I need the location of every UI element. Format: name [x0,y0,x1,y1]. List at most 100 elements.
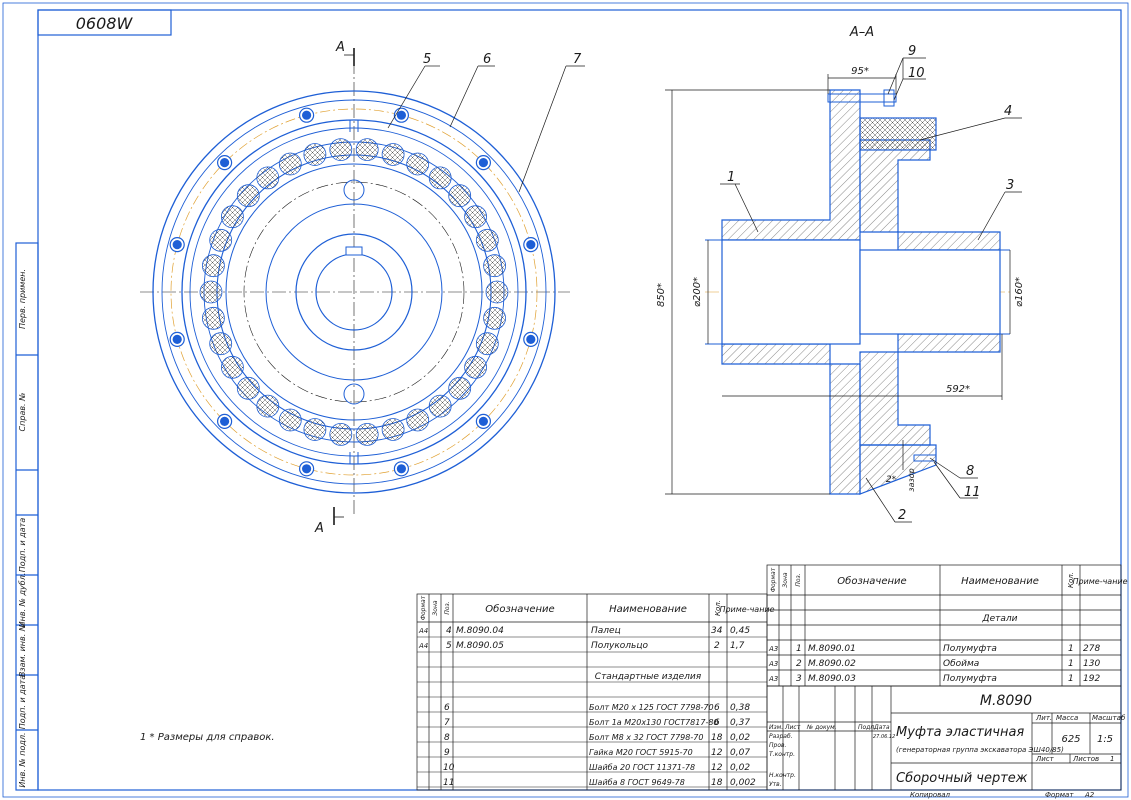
pin-section [199,280,223,304]
front-view [140,48,570,525]
tb-mass-label: Масса [1056,714,1078,722]
section-leaders [720,57,1022,523]
pin-section [303,418,327,441]
spec-left-s2-name: Болт 1а М20х130 ГОСТ7817-80 [589,718,719,727]
spec-left-r2-note: 1,7 [730,641,745,651]
bolt-head [396,110,406,120]
pin-section [406,408,430,432]
bolt-head [526,240,536,250]
spec-left-s2-note: 0,37 [730,718,750,728]
spec-right-r3-note: 192 [1083,674,1100,684]
tb-title: Муфта эластичная [896,725,1024,740]
spec-left-s6-qty: 18 [711,778,723,788]
callout-9: 9 [908,44,916,59]
spec-right-r2-name: Обойма [943,659,979,669]
spec-left-r2-name: Полукольцо [591,641,648,651]
callout-1: 1 [727,170,735,185]
dim-height: 850* [656,283,667,307]
bolt-head [220,416,230,426]
stamp-sign-date-1: Подп. и дата [18,518,27,573]
callout-2: 2 [898,508,906,523]
pin-section [428,394,452,418]
sheet-code: 0608W [76,14,134,33]
tb-role-2: Пров. [769,742,787,749]
pin-section [329,422,353,446]
spec-right-r3-pos: 3 [796,674,802,684]
spec-right-r2-pos: 2 [796,659,802,669]
spec-right-r3-qty: 1 [1068,674,1074,684]
dim-bore-right: ⌀160* [1014,277,1025,307]
tb-date-value: 27.06.12 [873,734,895,740]
side-stamp-column [15,242,39,791]
pin-section [448,184,472,208]
front-leaders [387,65,585,193]
spec-left-r2-fmt: А4 [418,642,428,650]
spec-left-h-des: Обозначение [485,603,554,615]
spec-right-h-note: Приме-чание [1072,577,1127,586]
spec-left-h-qty: Кол. [714,600,722,616]
tb-doc-type: Сборочный чертеж [896,771,1028,786]
bolt-head [396,464,406,474]
pin-section [406,152,430,176]
spec-left-s1-pos: 6 [444,703,450,713]
spec-left-s6-pos: 11 [443,778,454,788]
cut-label-top: A [335,40,345,55]
callout-8: 8 [966,464,974,479]
tb-col-sheet: Лист [784,724,801,731]
bolt-head [220,158,230,168]
tb-doc-number: М.8090 [980,693,1032,709]
spec-right-r1-note: 278 [1083,644,1100,654]
title-block [766,685,1122,791]
spec-left-r1-fmt: А4 [418,627,428,635]
spec-right-h-des: Обозначение [837,575,906,587]
spec-left-h-name: Наименование [609,604,687,615]
spec-left-s3-qty: 18 [711,733,723,743]
spec-right-r2-fmt: А3 [768,660,778,668]
tb-subtitle: (генераторная группа экскаватора ЭШ40/85… [896,746,1064,754]
spec-right-r3-des: М.8090.03 [808,674,856,684]
spec-left-h-note: Приме-чание [719,605,774,614]
stamp-replace-no: Взам. инв. № [18,623,27,677]
tb-role-3: Т.контр. [769,751,795,758]
spec-left-r1-name: Палец [591,626,621,636]
spec-left-r1-des: М.8090.04 [456,626,504,636]
pin-section [303,143,327,166]
pin-section [278,152,302,176]
dim-top-width: 95* [851,66,869,77]
spec-right-r2-des: М.8090.02 [808,659,856,669]
spec-right-h-name: Наименование [961,576,1039,587]
bolt-head [526,334,536,344]
pin-section [256,166,280,190]
tb-mass: 625 [1061,734,1080,745]
pin-section [475,228,499,252]
pin-section [236,376,260,400]
spec-left-s4-qty: 12 [711,748,723,758]
tb-sheets-label: Листов [1072,755,1099,763]
spec-left-s1-qty: 6 [714,703,720,713]
spec-left-s2-qty: 6 [714,718,720,728]
bolt-head [172,240,182,250]
inner-frame [37,9,1122,791]
code-box [37,9,172,36]
dim-gap-small: 2* [886,475,897,485]
tb-role-5: Н.контр. [769,772,796,779]
cut-label-bottom: A [314,521,324,536]
spec-left-s6-note: 0,002 [730,778,756,788]
spec-left-s2-pos: 7 [444,718,450,728]
spec-left-s4-name: Гайка М20 ГОСТ 5915-70 [589,748,693,757]
pin-section [278,408,302,432]
spec-right-h-pos: Поз. [795,573,802,586]
tb-col-date: Дата [873,724,890,731]
spec-right-r1-qty: 1 [1068,644,1074,654]
pin-section [475,332,499,356]
spec-left-h-format: Формат [420,595,427,620]
spec-right-r1-des: М.8090.01 [808,644,856,654]
dim-length: 592* [946,384,970,395]
spec-right-r2-note: 130 [1083,659,1100,669]
tb-format-value: А2 [1084,791,1095,799]
callout-5: 5 [423,52,431,67]
spec-right-r2-qty: 1 [1068,659,1074,669]
spec-left-s1-note: 0,38 [730,703,750,713]
pin-section [448,376,472,400]
pin-section [329,138,353,162]
